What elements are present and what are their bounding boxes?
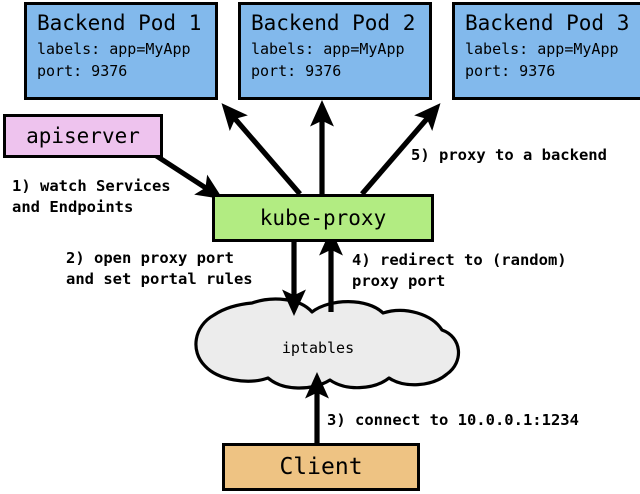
kube-proxy-box[interactable]: kube-proxy (212, 194, 434, 242)
kube-proxy-label: kube-proxy (259, 206, 387, 230)
client-box[interactable]: Client (222, 443, 420, 491)
step-1-line-1: 1) watch Services (12, 177, 171, 195)
backend-pod-1-title: Backend Pod 1 (37, 11, 202, 35)
backend-pod-3-labels: labels: app=MyApp (465, 40, 619, 58)
step-4-line-2: proxy port (352, 272, 446, 290)
step-2-line-1: 2) open proxy port (66, 249, 234, 267)
backend-pod-3-box[interactable]: Backend Pod 3 labels: app=MyApp port: 93… (452, 2, 640, 100)
iptables-cloud (194, 297, 461, 390)
backend-pod-2-port: port: 9376 (251, 62, 342, 80)
step-1-line-2: and Endpoints (12, 198, 134, 216)
step-2-label: 2) open proxy port and set portal rules (66, 248, 253, 290)
iptables-label: iptables (281, 339, 355, 357)
backend-pod-1-box[interactable]: Backend Pod 1 labels: app=MyApp port: 93… (24, 2, 218, 100)
backend-pod-3-port: port: 9376 (465, 62, 556, 80)
step-3-line-1: 3) connect to 10.0.0.1:1234 (327, 411, 579, 429)
backend-pod-1-labels: labels: app=MyApp (37, 40, 191, 58)
step-5-line-1: 5) proxy to a backend (411, 146, 607, 164)
step-2-line-2: and set portal rules (66, 270, 253, 288)
step-3-label: 3) connect to 10.0.0.1:1234 (327, 410, 579, 431)
arrow-kubeproxy-to-pod3 (360, 103, 441, 196)
backend-pod-3-title: Backend Pod 3 (465, 11, 630, 35)
apiserver-box[interactable]: apiserver (3, 114, 163, 158)
step-4-line-1: 4) redirect to (random) (352, 251, 567, 269)
arrow-apiserver-to-kubeproxy (153, 152, 223, 200)
apiserver-label: apiserver (26, 124, 140, 148)
backend-pod-2-box[interactable]: Backend Pod 2 labels: app=MyApp port: 93… (238, 2, 432, 100)
arrow-kubeproxy-to-pod1 (221, 103, 302, 196)
step-5-label: 5) proxy to a backend (411, 145, 607, 166)
backend-pod-2-labels: labels: app=MyApp (251, 40, 405, 58)
backend-pod-2-title: Backend Pod 2 (251, 11, 416, 35)
client-label: Client (279, 454, 363, 480)
backend-pod-1-port: port: 9376 (37, 62, 128, 80)
step-4-label: 4) redirect to (random) proxy port (352, 250, 567, 292)
step-1-label: 1) watch Services and Endpoints (12, 176, 171, 218)
